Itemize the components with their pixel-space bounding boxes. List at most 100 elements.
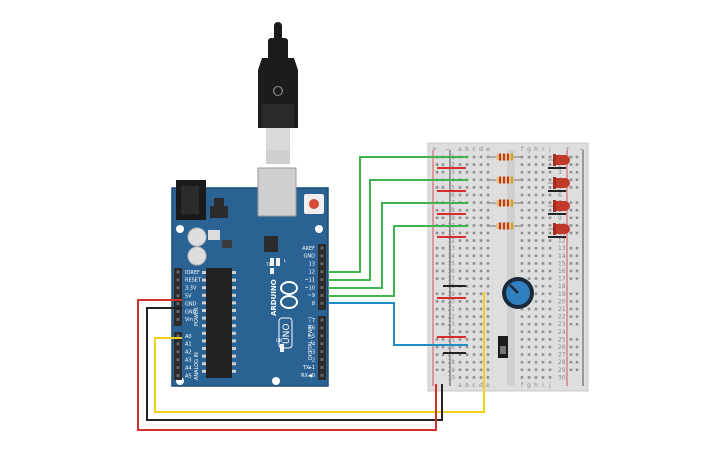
column-letter-i: i (542, 146, 544, 153)
power-pin-label-0: IOREF (185, 270, 200, 276)
potentiometer[interactable] (502, 277, 534, 309)
row-number-19: 19 (447, 291, 455, 298)
column-letter-j: j (548, 146, 551, 153)
row-number-14-right: 14 (558, 253, 566, 260)
row-number-11: 11 (447, 230, 455, 237)
led-3[interactable] (548, 200, 570, 212)
wire-blue-pin9[interactable] (328, 302, 468, 346)
led-1[interactable] (548, 154, 570, 166)
arduino-uno-board[interactable]: TX L ON ARDUINO UNO AREFGND1312~11~10~98… (171, 167, 329, 387)
analog-header (174, 332, 182, 380)
resistor-1[interactable] (488, 153, 522, 161)
wire-green-pin10[interactable] (328, 225, 468, 297)
digital-section-label: DIGITAL (PWM ~) (308, 317, 314, 360)
digital-header-bottom (318, 316, 326, 380)
power-pin-label-1: RESET (185, 278, 202, 284)
row-number-9: 9 (451, 215, 455, 222)
row-number-20-right: 20 (558, 298, 566, 305)
power-pin-label-3: 5V (185, 294, 192, 300)
digital-pin-label-low-2: ~5 (308, 334, 315, 340)
led-4[interactable] (548, 223, 570, 235)
column-letter-f-bottom: f (521, 382, 524, 389)
row-number-3-right: 3 (558, 169, 562, 176)
reset-button[interactable] (304, 194, 324, 214)
row-number-30-right: 30 (558, 374, 566, 381)
usb-symbol-icon: ⭘ (272, 84, 283, 100)
breadboard-jumpers (437, 167, 566, 354)
row-number-23-right: 23 (558, 321, 566, 328)
digital-pin-label-low-0: 7 (312, 318, 315, 324)
column-letter-g-bottom: g (527, 382, 531, 389)
row-number-17: 17 (447, 276, 455, 283)
resistors (488, 153, 522, 230)
row-number-29-right: 29 (558, 367, 566, 374)
atmega-chip (206, 268, 232, 378)
resistor-2[interactable] (488, 176, 522, 184)
row-number-5: 5 (451, 184, 455, 191)
column-letter-c: c (472, 146, 475, 153)
row-number-22-right: 22 (558, 314, 566, 321)
row-number-2: 2 (451, 162, 455, 169)
row-number-27: 27 (447, 352, 455, 359)
row-number-8: 8 (451, 207, 455, 214)
row-number-24-right: 24 (558, 329, 566, 336)
column-letter-b: b (465, 146, 469, 153)
row-number-9-right: 9 (558, 215, 562, 222)
resistor-3[interactable] (488, 199, 522, 207)
digital-pin-label-7: 8 (312, 301, 315, 307)
row-number-12: 12 (447, 238, 455, 245)
resistor-4[interactable] (488, 222, 522, 230)
svg-text:UNO: UNO (282, 324, 292, 344)
row-number-20: 20 (447, 298, 455, 305)
wire-black-gnd[interactable] (146, 307, 443, 421)
row-number-14: 14 (447, 253, 455, 260)
usb-cable[interactable]: ⭘ (258, 22, 298, 164)
analog-pin-label-0: A0 (185, 334, 192, 340)
row-number-23: 23 (447, 321, 455, 328)
power-pin-label-5: GND (185, 309, 197, 315)
row-number-12-right: 12 (558, 238, 566, 245)
row-number-29: 29 (447, 367, 455, 374)
rail-minus-label-right: − (579, 146, 584, 153)
column-letter-e-bottom: e (486, 382, 490, 389)
wire-green-pin11[interactable] (328, 202, 468, 289)
column-letter-j-bottom: j (548, 382, 551, 389)
wire-red-5v[interactable] (137, 299, 437, 431)
analog-pin-label-4: A4 (185, 365, 192, 371)
column-letter-f: f (521, 146, 524, 153)
arduino-brand-text: ARDUINO (270, 279, 278, 316)
analog-pin-label-3: A3 (185, 358, 192, 364)
column-letter-b-bottom: b (465, 382, 469, 389)
digital-pin-label-low-1: ~6 (308, 326, 315, 332)
row-number-13-right: 13 (558, 245, 566, 252)
column-letter-h: h (534, 146, 538, 153)
row-number-28: 28 (447, 359, 455, 366)
digital-header-top (318, 244, 326, 310)
wires (137, 156, 485, 431)
digital-pin-label-low-5: 2 (312, 357, 315, 363)
slide-switch[interactable] (498, 336, 508, 358)
row-number-17-right: 17 (558, 276, 566, 283)
digital-pin-label-low-3: 4 (312, 342, 315, 348)
digital-pin-label-1: GND (304, 254, 316, 260)
usb-port (257, 167, 297, 217)
analog-pin-label-1: A1 (185, 342, 192, 348)
digital-pin-label-4: ~11 (304, 277, 315, 283)
row-number-27-right: 27 (558, 352, 566, 359)
digital-pin-label-3: 12 (309, 270, 315, 276)
wire-green-pin12[interactable] (328, 179, 468, 281)
wire-yellow-a0[interactable] (154, 292, 485, 413)
arduino-logo-icon (280, 281, 298, 309)
row-number-3: 3 (451, 169, 455, 176)
row-number-26-right: 26 (558, 344, 566, 351)
digital-pin-label-0: AREF (302, 246, 315, 252)
analog-pin-label-5: A5 (185, 373, 192, 379)
leds (548, 154, 570, 235)
wire-green-pin13[interactable] (328, 156, 468, 273)
row-number-15-right: 15 (558, 260, 566, 267)
row-number-28-right: 28 (558, 359, 566, 366)
led-2[interactable] (548, 177, 570, 189)
column-letter-a-bottom: a (458, 382, 462, 389)
power-pin-label-2: 3.3V (185, 286, 197, 292)
